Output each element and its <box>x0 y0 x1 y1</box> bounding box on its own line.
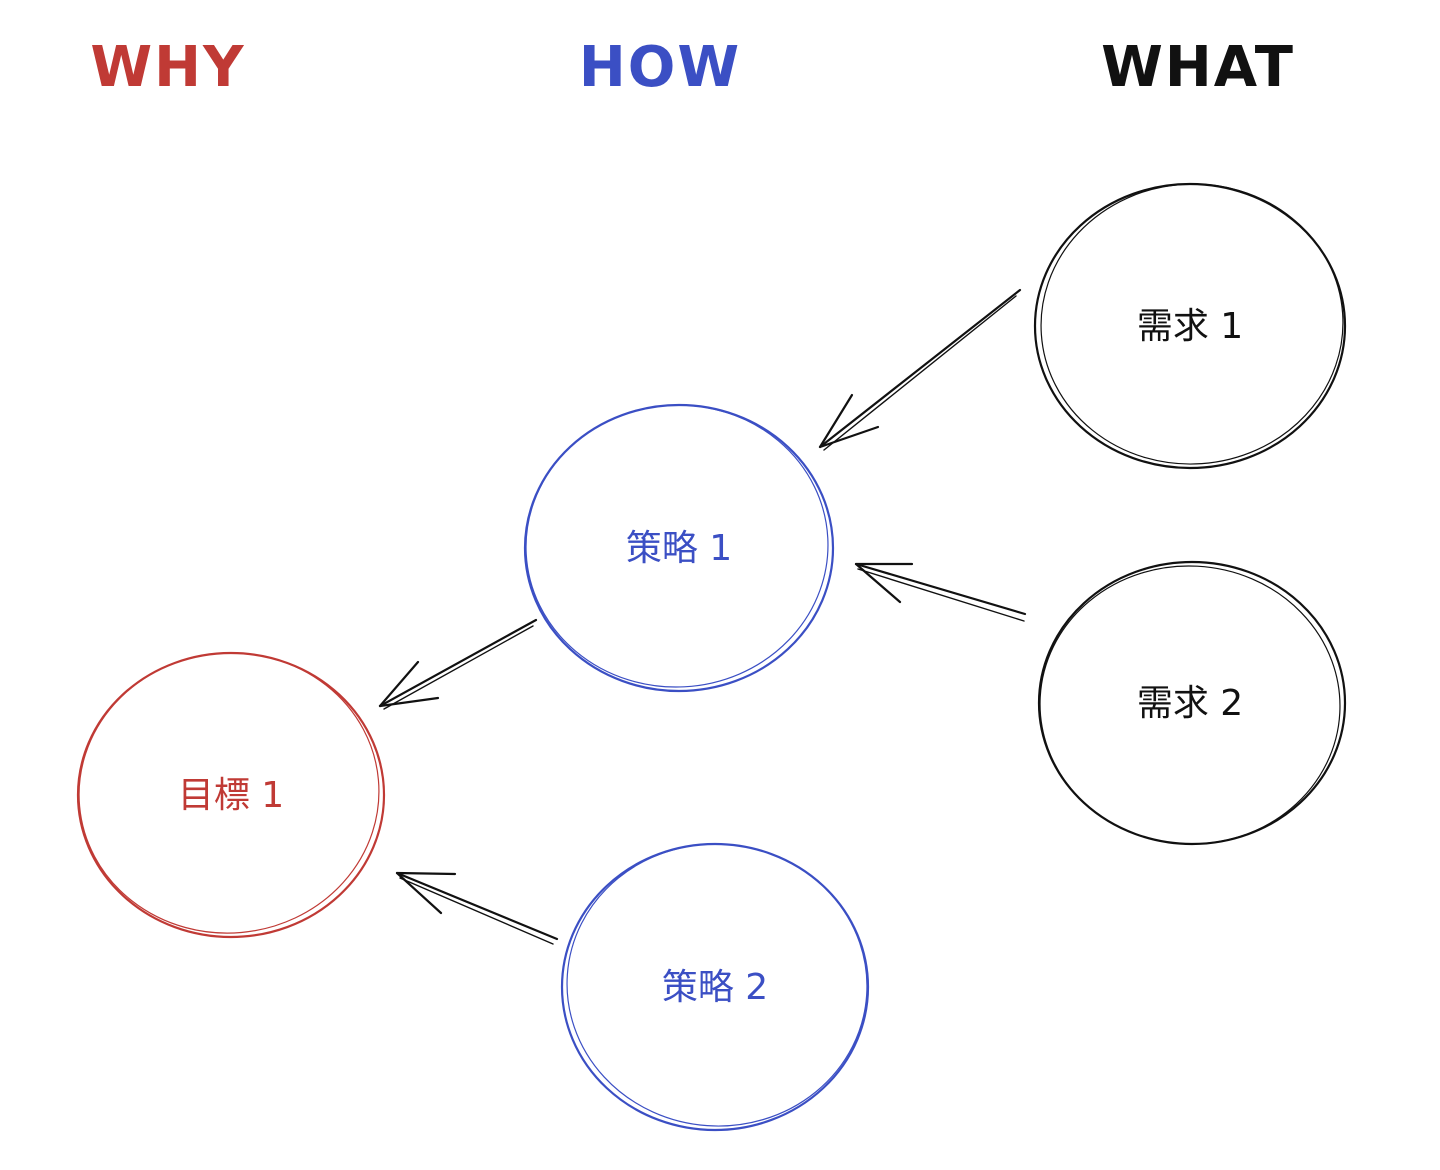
node-need-2-label: 需求 2 <box>1137 683 1243 724</box>
node-need-2[interactable]: 需求 2 <box>1033 558 1347 851</box>
column-title-what: WHAT <box>1101 35 1295 100</box>
arrow-strategy-2-to-goal-1 <box>395 871 559 945</box>
column-title-why: WHY <box>90 35 245 100</box>
node-strategy-2[interactable]: 策略 2 <box>558 834 877 1136</box>
arrow-need-1-to-strategy-1 <box>818 288 1022 451</box>
node-strategy-1[interactable]: 策略 1 <box>519 397 835 694</box>
node-goal-1-label: 目標 1 <box>178 775 284 816</box>
column-title-how: HOW <box>579 35 741 100</box>
node-strategy-1-label: 策略 1 <box>626 528 732 569</box>
node-strategy-2-label: 策略 2 <box>662 967 768 1008</box>
arrow-need-2-to-strategy-1 <box>854 562 1027 622</box>
node-need-1-label: 需求 1 <box>1137 306 1243 347</box>
node-need-1[interactable]: 需求 1 <box>1032 174 1353 474</box>
arrow-strategy-1-to-goal-1 <box>378 618 538 710</box>
node-goal-1[interactable]: 目標 1 <box>67 640 390 945</box>
